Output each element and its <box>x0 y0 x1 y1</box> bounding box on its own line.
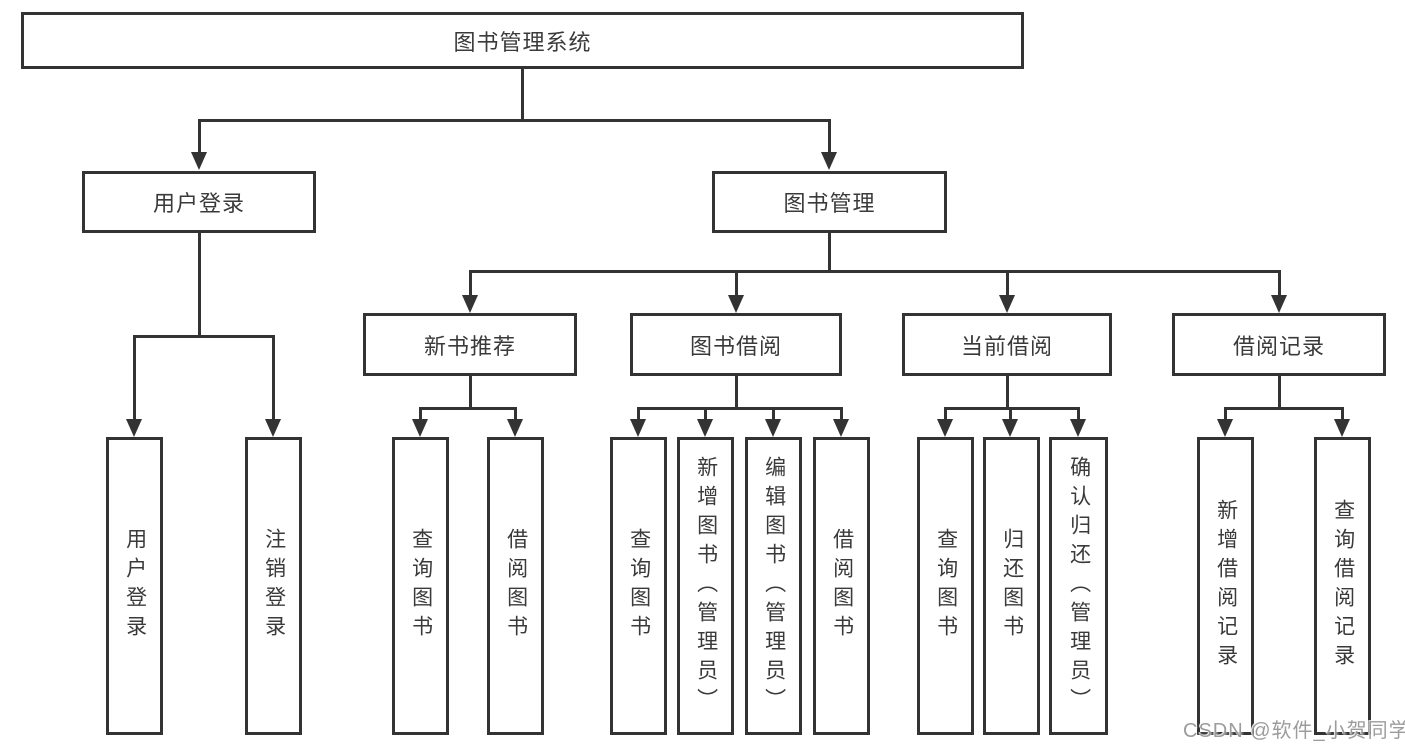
node-leaf-add-borrow-record: 新增借阅记录 <box>1197 437 1254 735</box>
connector-line <box>469 270 472 297</box>
connector-line <box>735 270 738 297</box>
leaf-label: 归还图书 <box>1000 528 1024 644</box>
connector-line <box>1009 407 1012 421</box>
node-leaf-query-books-current: 查询图书 <box>917 437 974 735</box>
node-current-borrowing: 当前借阅 <box>902 313 1112 376</box>
connector-line <box>828 233 831 273</box>
node-leaf-return-book: 归还图书 <box>983 437 1040 735</box>
node-leaf-borrow-books-recommend: 借阅图书 <box>487 437 544 735</box>
leaf-label: 借阅图书 <box>504 528 528 644</box>
arrow-down-icon <box>630 419 646 437</box>
arrow-down-icon <box>833 419 849 437</box>
arrow-down-icon <box>1271 295 1287 313</box>
connector-line <box>637 407 843 410</box>
arrow-down-icon <box>126 419 142 437</box>
arrow-down-icon <box>1002 419 1018 437</box>
node-book-management: 图书管理 <box>712 171 947 233</box>
arrow-down-icon <box>1217 419 1233 437</box>
connector-line <box>1224 407 1343 410</box>
connector-line <box>198 119 831 122</box>
node-library-management-system: 图书管理系统 <box>21 12 1024 69</box>
connector-line <box>514 407 517 421</box>
arrow-down-icon <box>937 419 953 437</box>
node-leaf-query-books-recommend: 查询图书 <box>392 437 449 735</box>
node-new-book-recommend: 新书推荐 <box>363 313 577 376</box>
connector-line <box>1006 376 1009 410</box>
arrow-down-icon <box>507 419 523 437</box>
leaf-label: 查询图书 <box>409 528 433 644</box>
connector-line <box>735 376 738 410</box>
node-leaf-borrow-books-borrowing: 借阅图书 <box>813 437 870 735</box>
leaf-label: 借阅图书 <box>830 528 854 644</box>
connector-line <box>944 407 947 421</box>
arrow-down-icon <box>462 295 478 313</box>
connector-line <box>521 69 524 121</box>
connector-line <box>704 407 707 421</box>
connector-line <box>772 407 775 421</box>
node-borrowing-records: 借阅记录 <box>1172 313 1386 376</box>
connector-line <box>133 335 275 338</box>
node-leaf-confirm-return-admin: 确认归还（管理员） <box>1049 437 1108 735</box>
leaf-label: 编辑图书（管理员） <box>762 455 786 717</box>
connector-line <box>198 119 201 153</box>
leaf-label: 查询图书 <box>627 528 651 644</box>
connector-line <box>1278 270 1281 297</box>
leaf-label: 注销登录 <box>262 528 286 644</box>
connector-line <box>1224 407 1227 421</box>
node-leaf-query-borrow-record: 查询借阅记录 <box>1314 437 1371 735</box>
connector-line <box>1278 376 1281 410</box>
arrow-down-icon <box>765 419 781 437</box>
arrow-down-icon <box>697 419 713 437</box>
connector-line <box>840 407 843 421</box>
arrow-down-icon <box>265 419 281 437</box>
connector-line <box>469 270 1280 273</box>
node-leaf-add-book-admin: 新增图书（管理员） <box>677 437 734 735</box>
node-leaf-user-login: 用户登录 <box>106 437 163 735</box>
leaf-label: 新增借阅记录 <box>1214 499 1238 673</box>
connector-line <box>828 119 831 153</box>
connector-line <box>419 407 422 421</box>
leaf-label: 用户登录 <box>123 528 147 644</box>
node-leaf-logout: 注销登录 <box>245 437 302 735</box>
arrow-down-icon <box>821 152 837 170</box>
arrow-down-icon <box>1334 419 1350 437</box>
connector-line <box>1341 407 1344 421</box>
arrow-down-icon <box>191 152 207 170</box>
leaf-label: 查询借阅记录 <box>1331 499 1355 673</box>
connector-line <box>272 335 275 420</box>
connector-line <box>1006 270 1009 297</box>
arrow-down-icon <box>728 295 744 313</box>
connector-line <box>1077 407 1080 421</box>
arrow-down-icon <box>1070 419 1086 437</box>
connector-line <box>637 407 640 421</box>
arrow-down-icon <box>412 419 428 437</box>
connector-line <box>469 376 472 410</box>
node-leaf-edit-book-admin: 编辑图书（管理员） <box>745 437 802 735</box>
connector-line <box>198 233 201 338</box>
arrow-down-icon <box>999 295 1015 313</box>
node-user-login: 用户登录 <box>82 171 316 233</box>
connector-line <box>419 407 517 410</box>
connector-line <box>133 335 136 420</box>
leaf-label: 确认归还（管理员） <box>1067 455 1091 717</box>
csdn-watermark: CSDN @软件_小贺同学 <box>1183 720 1405 742</box>
leaf-label: 新增图书（管理员） <box>694 455 718 717</box>
leaf-label: 查询图书 <box>934 528 958 644</box>
node-book-borrowing: 图书借阅 <box>630 313 842 376</box>
node-leaf-query-books-borrowing: 查询图书 <box>610 437 667 735</box>
